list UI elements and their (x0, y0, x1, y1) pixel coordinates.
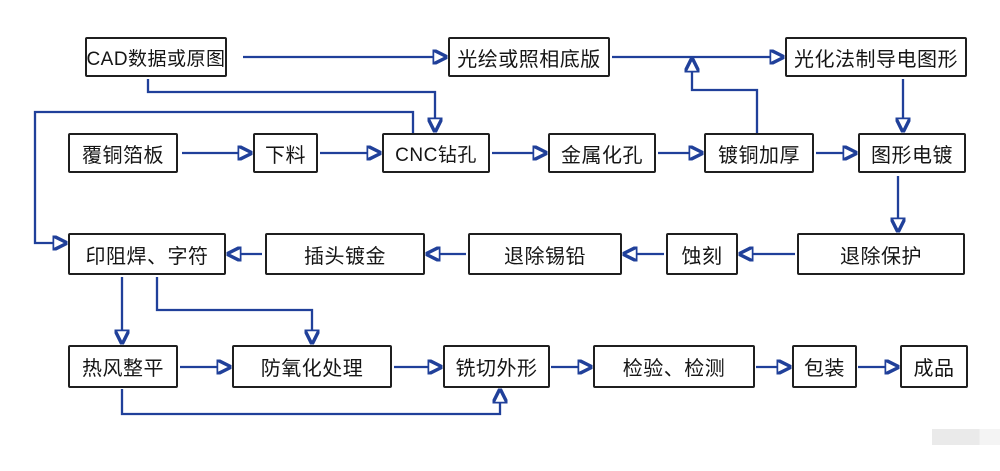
arrow-solder-mask-to-antiox (155, 277, 312, 331)
node-inspection: 检验、检测 (593, 345, 755, 388)
node-strip-resist: 退除保护 (797, 233, 965, 275)
node-routing: 铣切外形 (443, 345, 550, 388)
node-film-master: 光绘或照相底版 (448, 37, 610, 77)
node-connector-gold-plating: 插头镀金 (265, 233, 425, 275)
node-hot-air-leveling: 热风整平 (68, 345, 178, 388)
node-hole-metallization: 金属化孔 (548, 133, 656, 173)
node-solder-mask-legend: 印阻焊、字符 (68, 233, 226, 275)
node-blanking: 下料 (253, 133, 318, 173)
arrow-cad-to-cnc-drilling (146, 79, 435, 119)
node-copper-thickening: 镀铜加厚 (704, 133, 814, 173)
node-cnc-drilling: CNC钻孔 (382, 133, 490, 173)
node-cad-data: CAD数据或原图 (85, 37, 227, 77)
node-finished-product: 成品 (900, 345, 968, 388)
node-packaging: 包装 (792, 345, 857, 388)
node-strip-tin-lead: 退除锡铅 (468, 233, 622, 275)
arrow-hasl-bypass-to-routing (120, 389, 500, 416)
node-anti-oxidation: 防氧化处理 (232, 345, 392, 388)
arrow-cnc-to-solder-mask (33, 110, 415, 243)
node-copper-clad-laminate: 覆铜箔板 (68, 133, 178, 173)
arrow-copper-to-photochemical-line (692, 71, 759, 133)
node-pattern-plating: 图形电镀 (858, 133, 966, 173)
watermark-remnant (932, 429, 1000, 445)
node-etching: 蚀刻 (666, 233, 738, 275)
node-photochemical-pattern: 光化法制导电图形 (785, 37, 967, 77)
